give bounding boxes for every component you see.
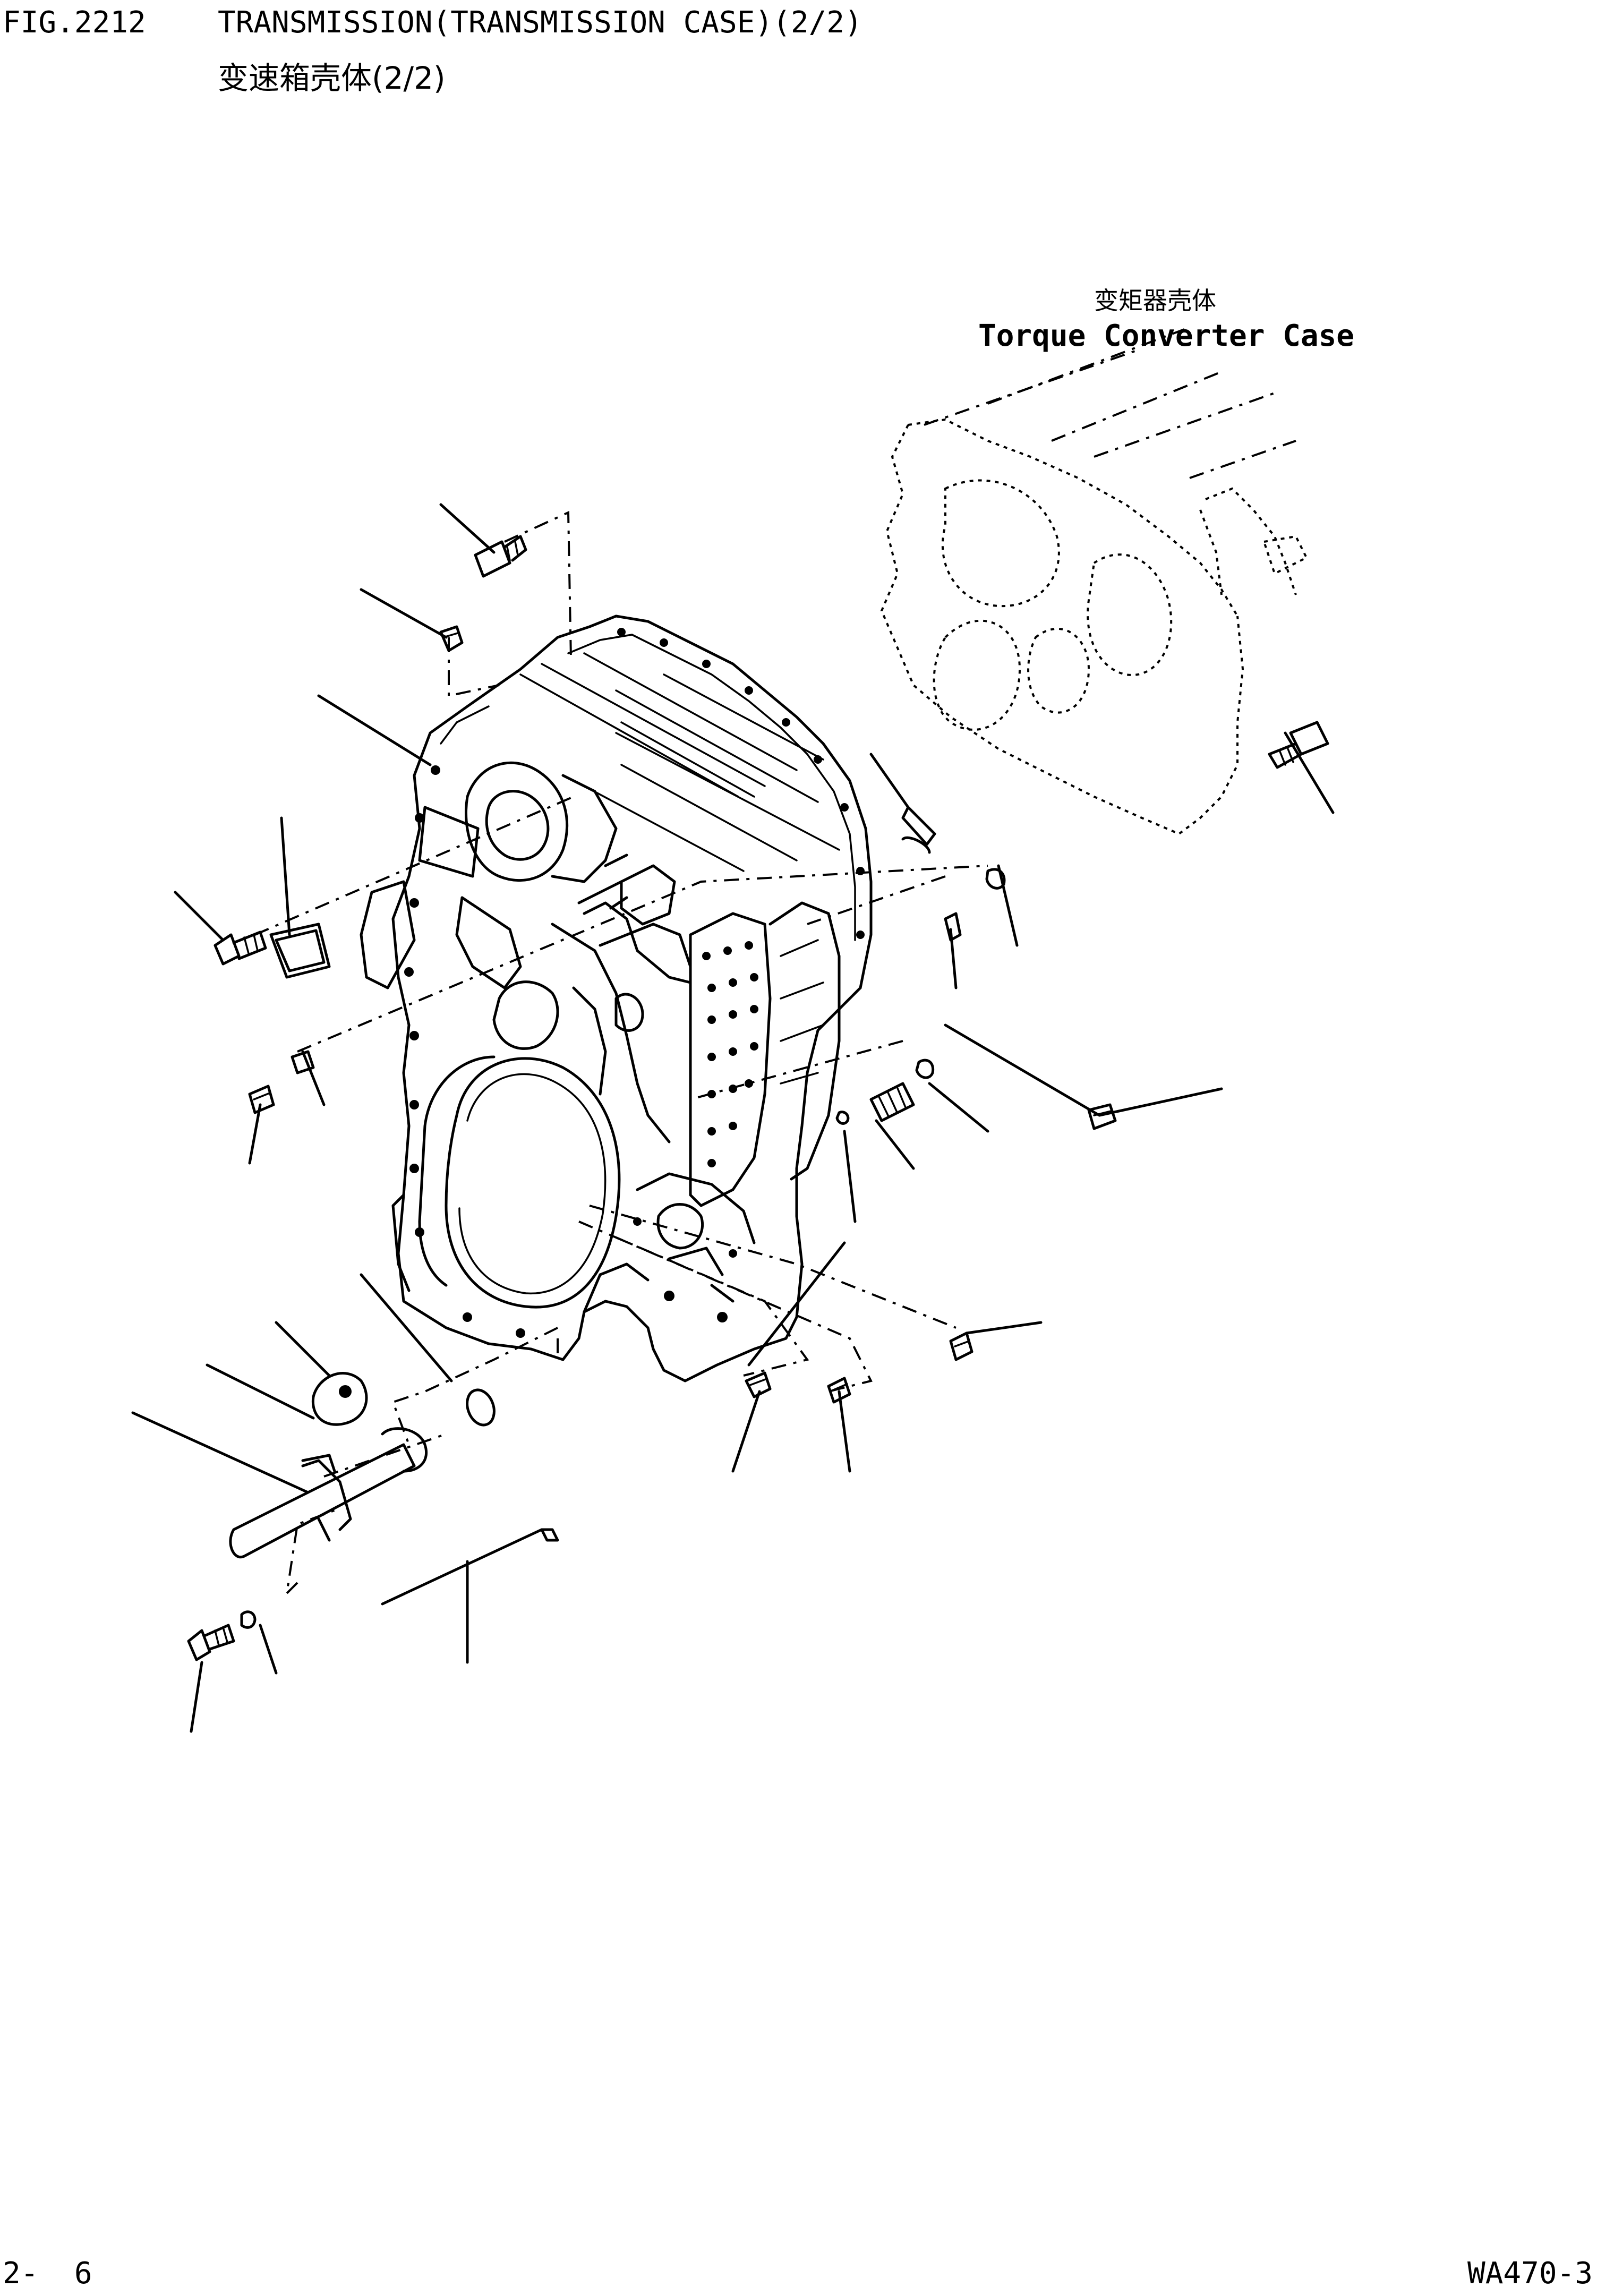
torque-converter-label-chinese: 变矩器壳体: [1094, 286, 1216, 315]
level-gauge-tube: [229, 1427, 428, 1559]
cap-gasket: [311, 1372, 368, 1426]
o-ring-right-1: [985, 868, 1006, 890]
bolt-left: [213, 931, 267, 966]
plug-right-large: [1087, 1103, 1117, 1130]
torque-converter-case: [880, 328, 1308, 835]
assembly-center-lines: [254, 510, 988, 1597]
figure-number: FIG.2212: [3, 5, 146, 40]
page-number: 2- 6: [3, 2256, 92, 2291]
pin: [901, 806, 936, 854]
plate-cover-left: [269, 923, 331, 979]
dipstick: [381, 1528, 559, 1606]
bolt-bottom: [187, 1624, 235, 1661]
plug-lower-right: [949, 1331, 973, 1361]
model-code: WA470-3: [1467, 2256, 1593, 2291]
transmission-case-body: [360, 614, 873, 1382]
plug-left-2: [291, 1050, 315, 1074]
oval-cover: [466, 1388, 496, 1427]
plug-left-1: [248, 1085, 275, 1114]
torque-converter-label-english: Torque Converter Case: [978, 319, 1355, 353]
washer-bottom: [240, 1610, 257, 1629]
plug-bottom-2: [827, 1377, 851, 1404]
plug-bottom-1: [745, 1371, 772, 1398]
bolt-top: [474, 535, 527, 578]
dowel-right: [944, 912, 962, 942]
washer-small: [835, 1111, 850, 1125]
figure-title-chinese: 变速箱壳体(2/2): [218, 60, 446, 96]
leader-lines: [131, 503, 1335, 1733]
plug-upper-left: [439, 625, 464, 652]
figure-title-english: TRANSMISSION(TRANSMISSION CASE)(2/2): [218, 5, 862, 40]
breather: [869, 1082, 915, 1122]
o-ring-right-2: [915, 1059, 935, 1079]
bolt-right: [1268, 721, 1329, 769]
